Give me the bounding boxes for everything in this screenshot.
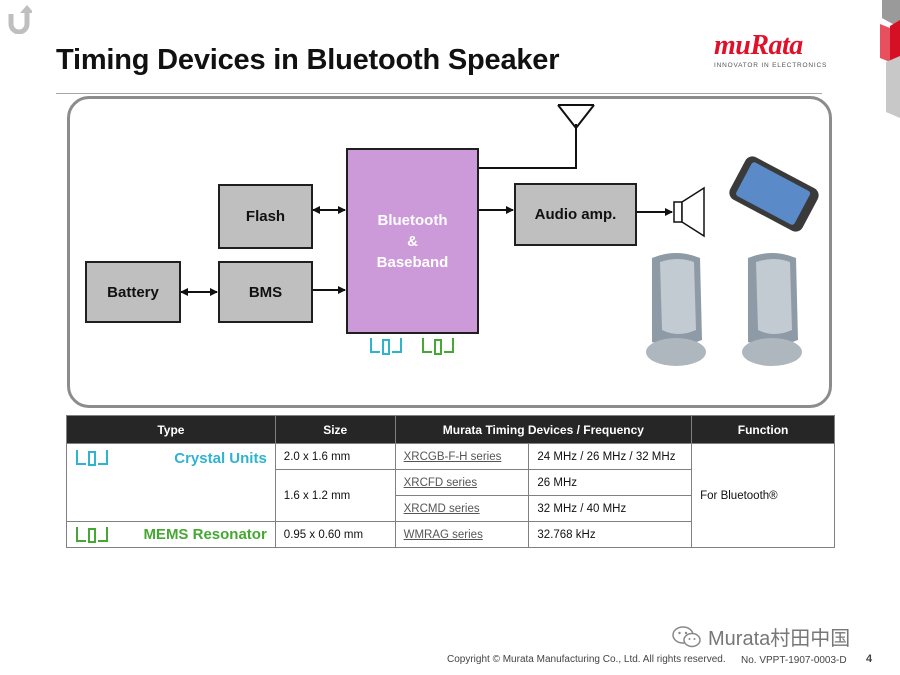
copyright-text: Copyright © Murata Manufacturing Co., Lt… <box>447 654 726 665</box>
smartphone-image <box>729 156 819 232</box>
series-link[interactable]: XRCMD series <box>403 502 480 515</box>
table-row: Crystal Units 2.0 x 1.6 mm XRCGB-F-H ser… <box>66 443 835 548</box>
bluetooth-label: Bluetooth <box>377 211 448 229</box>
antenna-line <box>479 124 577 169</box>
header-function: Function <box>691 415 835 444</box>
crystal-units-label: Crystal Units <box>174 449 267 467</box>
document-number: No. VPPT-1907-0003-D <box>741 655 847 666</box>
frequency-cell: 32.768 kHz <box>528 521 693 548</box>
series-link[interactable]: WMRAG series <box>403 528 483 541</box>
baseband-label: Baseband <box>376 253 449 271</box>
back-arrow-icon[interactable] <box>6 4 32 34</box>
mems-resonator-icon <box>76 526 108 543</box>
crystal-unit-icon <box>370 338 402 355</box>
bms-block: BMS <box>218 261 313 323</box>
frequency-cell: 32 MHz / 40 MHz <box>528 495 693 522</box>
speaker-unit-left-image <box>646 253 706 366</box>
timing-devices-table: Type Size Murata Timing Devices / Freque… <box>66 415 835 548</box>
table-row: MEMS Resonator 0.95 x 0.60 mm WMRAG seri… <box>66 521 835 548</box>
flash-block: Flash <box>218 184 313 249</box>
mems-resonator-icon <box>422 338 454 355</box>
function-cell: For Bluetooth® <box>691 443 835 548</box>
corner-decoration <box>880 0 900 118</box>
header-type: Type <box>66 415 276 444</box>
speaker-icon <box>673 186 705 238</box>
logo-tagline: INNOVATOR IN ELECTRONICS <box>714 62 828 69</box>
table-row: 1.6 x 1.2 mm XRCFD series 26 MHz <box>67 469 835 522</box>
bluetooth-baseband-block: Bluetooth & Baseband <box>346 148 479 334</box>
series-cell[interactable]: XRCMD series <box>394 495 530 522</box>
crystal-units-cell: Crystal Units <box>66 443 276 522</box>
size-cell: 0.95 x 0.60 mm <box>274 521 396 548</box>
series-cell[interactable]: XRCGB-F-H series <box>394 443 530 470</box>
battery-block: Battery <box>85 261 181 323</box>
header-size: Size <box>274 415 396 444</box>
mems-resonator-cell: MEMS Resonator <box>66 521 276 548</box>
crystal-unit-icon <box>76 450 108 466</box>
wechat-watermark: Murata村田中国 <box>672 622 850 651</box>
series-cell[interactable]: WMRAG series <box>394 521 530 548</box>
title-divider <box>56 93 822 94</box>
series-cell[interactable]: XRCFD series <box>394 469 530 496</box>
frequency-cell: 24 MHz / 26 MHz / 32 MHz <box>528 443 693 470</box>
size-cell: 2.0 x 1.6 mm <box>274 443 396 470</box>
frequency-cell: 26 MHz <box>528 469 693 496</box>
antenna-icon <box>557 104 595 129</box>
wechat-account-name: Murata村田中国 <box>708 628 851 650</box>
diagram-connectors <box>180 104 819 366</box>
audio-amp-block: Audio amp. <box>514 183 637 246</box>
page-number: 4 <box>866 653 873 665</box>
murata-logo: muRata <box>714 30 803 61</box>
header-devices-frequency: Murata Timing Devices / Frequency <box>394 415 693 444</box>
ampersand-label: & <box>407 232 418 250</box>
size-cell: 1.6 x 1.2 mm <box>274 469 396 522</box>
series-link[interactable]: XRCFD series <box>403 476 478 489</box>
mems-resonator-label: MEMS Resonator <box>143 526 267 543</box>
table-header-row: Type Size Murata Timing Devices / Freque… <box>66 415 835 444</box>
wechat-icon <box>672 625 701 647</box>
series-link[interactable]: XRCGB-F-H series <box>403 450 502 463</box>
speaker-unit-right-image <box>742 253 802 366</box>
page-title: Timing Devices in Bluetooth Speaker <box>56 44 560 76</box>
